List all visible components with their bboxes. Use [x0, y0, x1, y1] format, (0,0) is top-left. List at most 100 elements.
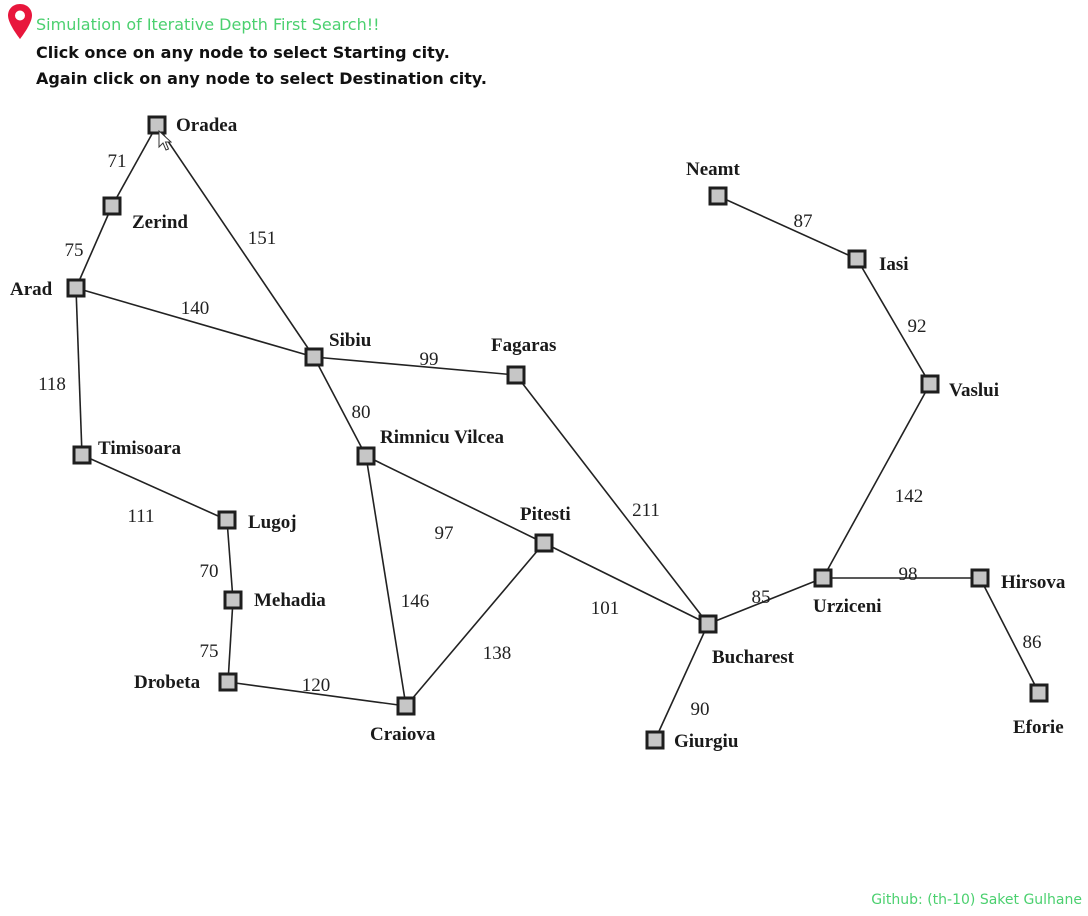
city-label-neamt[interactable]: Neamt — [686, 159, 740, 180]
road-distance-iasi-neamt: 87 — [794, 211, 813, 232]
road-distance-sibiu-rimnicu_vilcea: 80 — [352, 402, 371, 423]
city-label-hirsova[interactable]: Hirsova — [1001, 572, 1066, 593]
city-label-rimnicu-vilcea[interactable]: Rimnicu Vilcea — [380, 427, 505, 448]
city-node-giurgiu[interactable]: Giurgiu — [645, 730, 739, 752]
city-square[interactable] — [1029, 683, 1049, 703]
road-rimnicu_vilcea-pitesti — [365, 455, 545, 544]
city-label-zerind[interactable]: Zerind — [132, 212, 188, 233]
city-node-neamt[interactable]: Neamt — [686, 159, 740, 206]
city-square[interactable] — [506, 365, 526, 385]
road-distance-mehadia-drobeta: 75 — [200, 641, 219, 662]
city-label-pitesti[interactable]: Pitesti — [520, 504, 571, 525]
road-arad-timisoara — [75, 287, 83, 456]
road-zerind-arad — [75, 205, 113, 289]
city-square[interactable] — [147, 115, 167, 135]
road-distance-sibiu-fagaras: 99 — [420, 349, 439, 370]
road-distance-lugoj-mehadia: 70 — [200, 561, 219, 582]
header: Simulation of Iterative Depth First Sear… — [0, 0, 1088, 100]
road-oradea-sibiu — [156, 124, 315, 358]
road-rimnicu_vilcea-craiova — [365, 455, 407, 707]
road-distance-vaslui-iasi: 92 — [908, 316, 927, 337]
road-hirsova-eforie — [979, 577, 1040, 694]
road-drobeta-craiova — [227, 681, 407, 707]
city-node-mehadia[interactable]: Mehadia — [223, 590, 326, 611]
road-arad-sibiu — [75, 287, 315, 358]
city-square[interactable] — [698, 614, 718, 634]
road-oradea-zerind — [111, 124, 158, 207]
city-label-urziceni[interactable]: Urziceni — [813, 596, 882, 617]
map-pin-icon — [8, 4, 32, 39]
road-distance-urziceni-hirsova: 98 — [899, 564, 918, 585]
city-label-bucharest[interactable]: Bucharest — [712, 647, 795, 668]
city-square[interactable] — [304, 347, 324, 367]
city-label-sibiu[interactable]: Sibiu — [329, 330, 372, 351]
city-square[interactable] — [218, 672, 238, 692]
instruction-destination: Again click on any node to select Destin… — [36, 69, 487, 88]
road-distance-fagaras-bucharest: 211 — [632, 500, 660, 521]
road-distance-labels: 7175151140118111707512099809714613821110… — [38, 151, 1041, 720]
github-credit[interactable]: Github: (th-10) Saket Gulhane — [871, 892, 1082, 908]
city-node-urziceni[interactable]: Urziceni — [813, 568, 882, 617]
city-square[interactable] — [102, 196, 122, 216]
road-fagaras-bucharest — [515, 374, 709, 625]
road-distance-bucharest-giurgiu: 90 — [691, 699, 710, 720]
road-distance-rimnicu_vilcea-pitesti: 97 — [435, 523, 454, 544]
city-node-bucharest[interactable]: Bucharest — [698, 614, 795, 668]
page-title: Simulation of Iterative Depth First Sear… — [36, 15, 380, 34]
city-label-fagaras[interactable]: Fagaras — [491, 335, 556, 356]
road-distance-drobeta-craiova: 120 — [302, 675, 331, 696]
city-square[interactable] — [223, 590, 243, 610]
city-label-giurgiu[interactable]: Giurgiu — [674, 731, 739, 752]
city-node-oradea[interactable]: Oradea — [147, 115, 238, 136]
road-mehadia-drobeta — [227, 599, 234, 683]
city-square[interactable] — [66, 278, 86, 298]
city-node-pitesti[interactable]: Pitesti — [520, 504, 571, 553]
city-node-eforie[interactable]: Eforie — [1013, 683, 1064, 738]
city-square[interactable] — [970, 568, 990, 588]
city-square[interactable] — [396, 696, 416, 716]
road-distance-zerind-arad: 75 — [65, 240, 84, 261]
city-node-zerind[interactable]: Zerind — [102, 196, 188, 233]
city-node-drobeta[interactable]: Drobeta — [134, 672, 238, 693]
city-label-lugoj[interactable]: Lugoj — [248, 512, 297, 533]
road-bucharest-giurgiu — [654, 623, 709, 741]
city-label-arad[interactable]: Arad — [10, 279, 53, 300]
city-square[interactable] — [72, 445, 92, 465]
city-square[interactable] — [217, 510, 237, 530]
city-node-sibiu[interactable]: Sibiu — [304, 330, 372, 367]
city-node-timisoara[interactable]: Timisoara — [72, 438, 182, 465]
city-label-eforie[interactable]: Eforie — [1013, 717, 1064, 738]
city-square[interactable] — [645, 730, 665, 750]
road-sibiu-rimnicu_vilcea — [313, 356, 367, 457]
city-node-craiova[interactable]: Craiova — [370, 696, 436, 745]
road-urziceni-vaslui — [822, 383, 931, 579]
city-node-vaslui[interactable]: Vaslui — [920, 374, 999, 401]
city-square[interactable] — [813, 568, 833, 588]
city-label-vaslui[interactable]: Vaslui — [949, 380, 999, 401]
city-node-lugoj[interactable]: Lugoj — [217, 510, 297, 533]
city-node-arad[interactable]: Arad — [10, 278, 86, 300]
city-label-craiova[interactable]: Craiova — [370, 724, 436, 745]
city-node-rimnicu-vilcea[interactable]: Rimnicu Vilcea — [356, 427, 505, 466]
city-label-oradea[interactable]: Oradea — [176, 115, 238, 136]
road-distance-urziceni-vaslui: 142 — [895, 486, 924, 507]
road-pitesti-bucharest — [543, 542, 709, 625]
road-timisoara-lugoj — [81, 454, 228, 521]
city-label-drobeta[interactable]: Drobeta — [134, 672, 201, 693]
road-distance-hirsova-eforie: 86 — [1023, 632, 1042, 653]
city-label-mehadia[interactable]: Mehadia — [254, 590, 326, 611]
city-label-timisoara[interactable]: Timisoara — [98, 438, 182, 459]
road-iasi-neamt — [717, 195, 858, 260]
city-nodes: OradeaZerindAradTimisoaraLugojMehadiaDro… — [10, 115, 1066, 752]
city-node-hirsova[interactable]: Hirsova — [970, 568, 1066, 593]
city-square[interactable] — [356, 446, 376, 466]
road-bucharest-urziceni — [707, 577, 824, 625]
instruction-start: Click once on any node to select Startin… — [36, 43, 450, 62]
city-label-iasi[interactable]: Iasi — [879, 254, 909, 275]
city-node-fagaras[interactable]: Fagaras — [491, 335, 556, 385]
city-square[interactable] — [708, 186, 728, 206]
city-square[interactable] — [847, 249, 867, 269]
city-node-iasi[interactable]: Iasi — [847, 249, 909, 275]
city-square[interactable] — [534, 533, 554, 553]
city-square[interactable] — [920, 374, 940, 394]
